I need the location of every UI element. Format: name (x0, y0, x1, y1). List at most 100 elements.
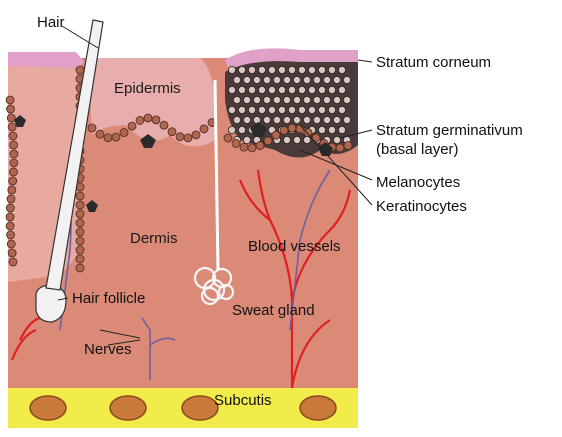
keratinocyte (283, 96, 290, 103)
basal-cell (7, 195, 15, 203)
basal-cell (128, 122, 136, 130)
basal-cell (160, 121, 168, 129)
basal-cell (232, 139, 240, 147)
keratinocyte (288, 66, 295, 73)
basal-cell (176, 133, 184, 141)
keratinocyte (298, 106, 305, 113)
basal-cell (344, 142, 352, 150)
keratinocyte (228, 106, 235, 113)
keratinocyte (253, 96, 260, 103)
fat-cell (30, 396, 66, 420)
keratinocyte (338, 86, 345, 93)
keratinocyte (238, 126, 245, 133)
label-keratinocytes: Keratinocytes (376, 198, 467, 215)
keratinocyte (278, 106, 285, 113)
keratinocyte (298, 66, 305, 73)
basal-cell (9, 132, 17, 140)
basal-cell (112, 133, 120, 141)
keratinocyte (308, 66, 315, 73)
basal-cell (9, 168, 17, 176)
keratinocyte (338, 126, 345, 133)
keratinocyte (328, 66, 335, 73)
basal-cell (6, 222, 14, 230)
keratinocyte (333, 96, 340, 103)
keratinocyte (318, 106, 325, 113)
keratinocyte (313, 76, 320, 83)
basal-cell (280, 126, 288, 134)
label-stratum-corneum: Stratum corneum (376, 54, 491, 71)
keratinocyte (318, 66, 325, 73)
basal-cell (7, 231, 15, 239)
label-epidermis: Epidermis (114, 80, 181, 97)
keratinocyte (343, 96, 350, 103)
basal-cell (6, 96, 14, 104)
keratinocyte (328, 106, 335, 113)
label-basal-layer: (basal layer) (376, 141, 459, 158)
fat-cell (110, 396, 146, 420)
label-dermis: Dermis (130, 230, 178, 247)
keratinocyte (323, 76, 330, 83)
label-sweat-gland: Sweat gland (232, 302, 315, 319)
keratinocyte (293, 96, 300, 103)
label-nerves: Nerves (84, 341, 132, 358)
keratinocyte (343, 76, 350, 83)
keratinocyte (248, 86, 255, 93)
keratinocyte (293, 76, 300, 83)
keratinocyte (298, 86, 305, 93)
keratinocyte (253, 116, 260, 123)
keratinocyte (238, 86, 245, 93)
keratinocyte (308, 86, 315, 93)
basal-cell (8, 186, 16, 194)
keratinocyte (268, 86, 275, 93)
keratinocyte (338, 66, 345, 73)
label-stratum-germinativum: Stratum germinativum (376, 122, 523, 139)
basal-cell (6, 213, 14, 221)
basal-cell (76, 210, 84, 218)
keratinocyte (293, 116, 300, 123)
keratinocyte (338, 106, 345, 113)
basal-cell (76, 237, 84, 245)
basal-cell (7, 240, 15, 248)
basal-cell (312, 134, 320, 142)
keratinocyte (228, 86, 235, 93)
keratinocyte (273, 96, 280, 103)
keratinocyte (308, 106, 315, 113)
keratinocyte (263, 116, 270, 123)
basal-cell (9, 258, 17, 266)
basal-cell (10, 159, 18, 167)
basal-cell (96, 130, 104, 138)
keratinocyte (323, 96, 330, 103)
keratinocyte (273, 76, 280, 83)
basal-cell (264, 137, 272, 145)
basal-cell (144, 114, 152, 122)
label-subcutis: Subcutis (214, 392, 272, 409)
keratinocyte (243, 136, 250, 143)
keratinocyte (243, 96, 250, 103)
keratinocyte (303, 136, 310, 143)
keratinocyte (303, 116, 310, 123)
basal-cell (8, 123, 16, 131)
basal-cell (7, 114, 15, 122)
basal-cell (120, 129, 128, 137)
basal-cell (104, 134, 112, 142)
basal-cell (296, 125, 304, 133)
basal-cell (6, 204, 14, 212)
keratinocyte (318, 86, 325, 93)
basal-cell (224, 134, 232, 142)
basal-cell (152, 116, 160, 124)
keratinocyte (228, 126, 235, 133)
keratinocyte (283, 76, 290, 83)
keratinocyte (233, 76, 240, 83)
keratinocyte (278, 86, 285, 93)
keratinocyte (333, 116, 340, 123)
basal-cell (272, 131, 280, 139)
basal-cell (10, 150, 18, 158)
keratinocyte (313, 96, 320, 103)
label-melanocytes: Melanocytes (376, 174, 460, 191)
basal-cell (88, 124, 96, 132)
basal-cell (192, 131, 200, 139)
keratinocyte (303, 96, 310, 103)
basal-cell (288, 124, 296, 132)
keratinocyte (258, 106, 265, 113)
